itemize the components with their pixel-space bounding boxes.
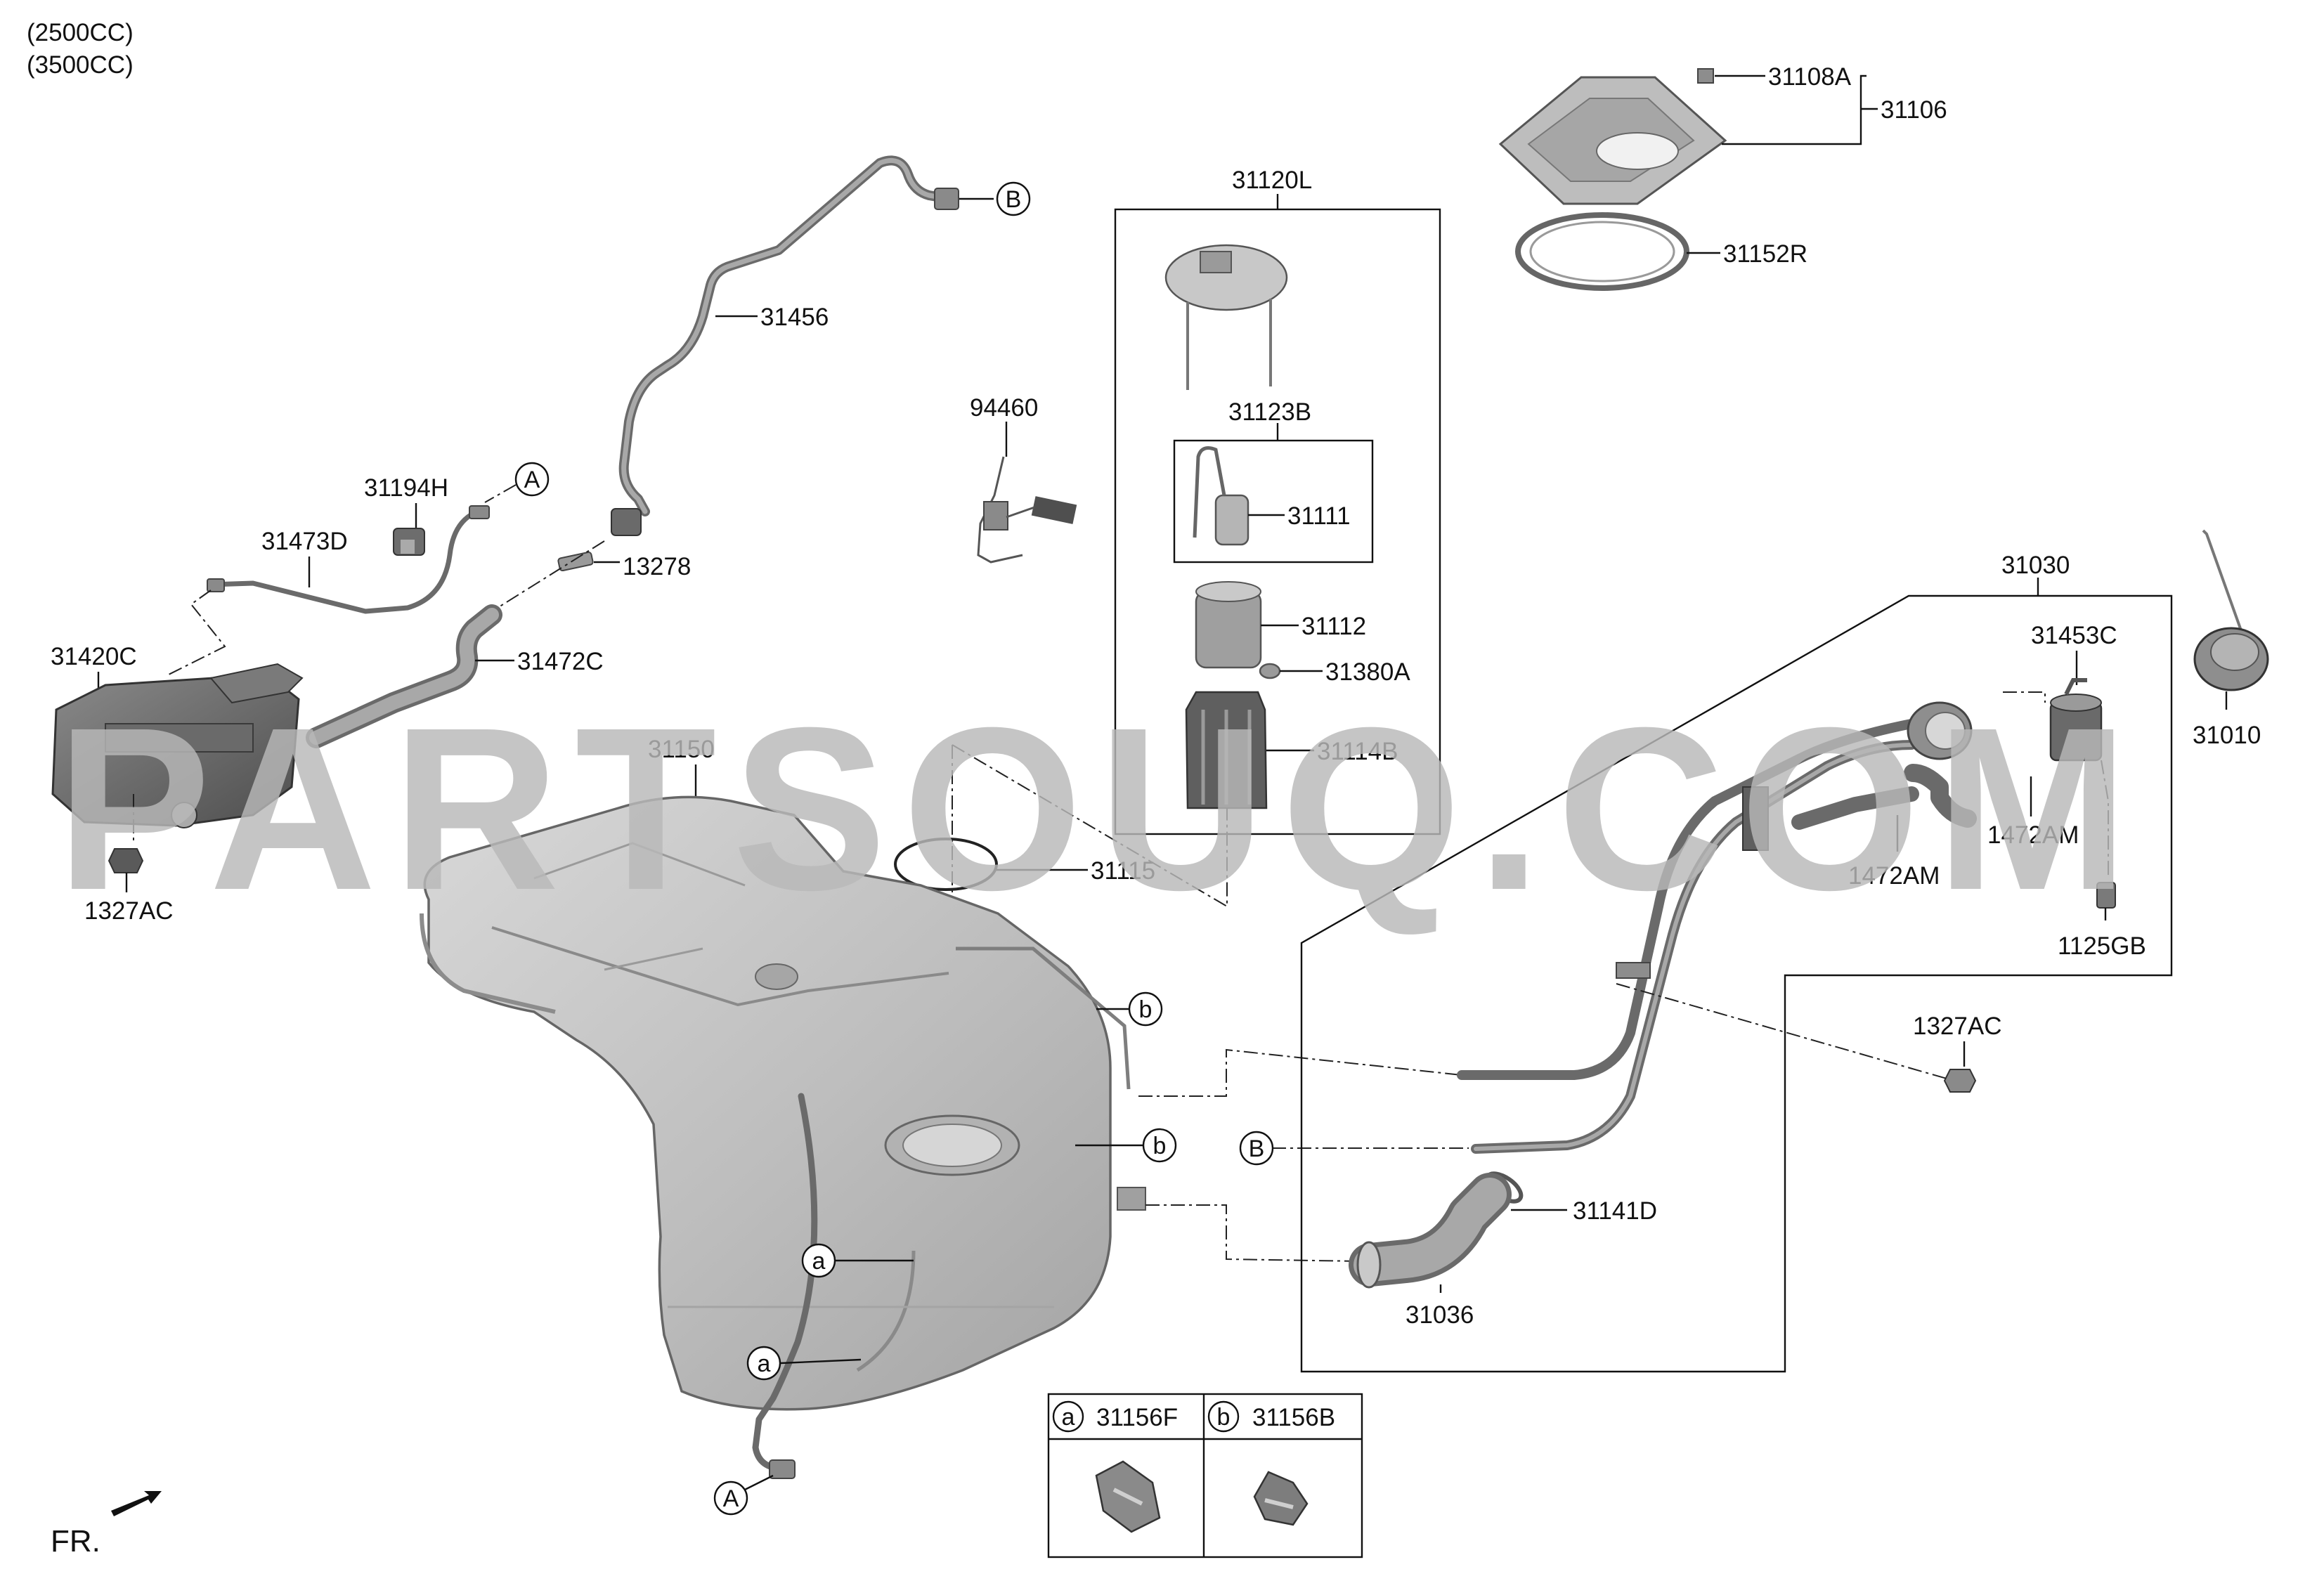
svg-text:A: A [723,1485,739,1512]
vent-line-31473D-part[interactable] [207,505,490,614]
sender-subassembly-frame [1173,439,1374,564]
part-label-31120L[interactable]: 31120L [1232,167,1312,194]
fuel-level-sender-part[interactable] [977,456,1077,564]
dashed-ref-A-top [484,484,517,503]
part-label-31420C[interactable]: 31420C [51,643,137,670]
part-label-31141D[interactable]: 31141D [1573,1197,1657,1225]
tube-clip-31194H-part[interactable] [393,528,425,556]
part-label-1472AM-right[interactable]: 1472AM [1987,821,2079,849]
legend-ref-b[interactable]: b [1207,1400,1240,1433]
svg-text:B: B [1249,1135,1265,1162]
svg-text:b: b [1139,996,1153,1023]
engine-variant-2500cc: (2500CC) [27,19,134,46]
part-label-31111[interactable]: 31111 [1287,502,1351,530]
cover-clip-part[interactable] [1697,68,1714,84]
part-label-31456[interactable]: 31456 [760,304,829,331]
part-label-31010[interactable]: 31010 [2193,722,2261,749]
part-label-31150[interactable]: 31150 [648,736,715,763]
hose-1472AM-part[interactable] [1791,764,1977,830]
dashed-tank-to-filler-2 [1145,1204,1361,1262]
svg-text:a: a [1062,1404,1075,1431]
clip-31156B-part[interactable] [1253,1471,1309,1526]
dashed-1125GB [2101,760,2109,878]
part-label-31115[interactable]: 31115 [1091,857,1155,885]
pump-reservoir-part[interactable] [1195,581,1262,669]
part-label-31114B[interactable]: 31114B [1317,738,1398,765]
watermark-text: PARTSOUQ.COM [56,679,2144,938]
nut-1327AC-left-part[interactable] [108,848,144,873]
legend-part-label-31156B[interactable]: 31156B [1252,1404,1335,1431]
svg-text:b: b [1153,1133,1167,1159]
fuel-cap-part[interactable] [2193,529,2269,691]
charcoal-canister-part[interactable] [51,663,304,828]
svg-text:a: a [812,1248,826,1275]
part-label-1472AM-left[interactable]: 1472AM [1848,862,1940,890]
ref-marker-A-top[interactable]: A [514,462,550,497]
ref-marker-a-upper[interactable]: a [801,1243,836,1278]
ref-marker-a-lower[interactable]: a [746,1346,781,1381]
svg-text:b: b [1217,1404,1231,1431]
ref-marker-B-top[interactable]: B [996,181,1031,216]
engine-variant-3500cc: (3500CC) [27,51,134,79]
nut-1327AC-right-part[interactable] [1943,1069,1977,1093]
leader-A-bottom [744,1474,774,1491]
tank-tube-outlet-part[interactable] [752,1093,818,1479]
part-label-31194H[interactable]: 31194H [364,474,448,502]
part-label-1125GB[interactable]: 1125GB [2058,932,2146,960]
part-label-31380A[interactable]: 31380A [1325,658,1410,686]
svg-text:a: a [758,1351,771,1377]
dashed-1327AC-right [1616,983,1947,1079]
ref-marker-b-upper[interactable]: b [1128,991,1163,1027]
clip-31156F-part[interactable] [1095,1460,1161,1533]
pump-assembly-dashed [952,744,1228,908]
part-label-13278[interactable]: 13278 [623,553,691,580]
fuel-pump-motor-part[interactable] [1193,446,1249,546]
part-label-31473D[interactable]: 31473D [261,528,348,555]
vapor-hose-31472C-part[interactable] [306,604,502,748]
svg-text:B: B [1006,186,1022,213]
part-label-31030[interactable]: 31030 [2001,552,2070,579]
part-label-31106[interactable]: 31106 [1881,96,1947,124]
part-label-94460[interactable]: 94460 [970,394,1038,422]
part-label-31108A[interactable]: 31108A [1768,63,1852,91]
leader-a-lower [779,1358,862,1365]
pump-flange-part[interactable] [1164,244,1288,390]
part-label-1327AC-right[interactable]: 1327AC [1913,1013,2001,1040]
front-arrow-icon [111,1491,162,1516]
check-valve-13278-part[interactable] [557,551,594,572]
part-label-31453C[interactable]: 31453C [2031,622,2117,649]
part-label-31472C[interactable]: 31472C [517,648,604,675]
part-label-31112[interactable]: 31112 [1301,613,1366,640]
filler-neck-frame [1300,594,2173,1373]
part-label-31036[interactable]: 31036 [1406,1301,1474,1329]
front-marker-label: FR. [51,1524,100,1558]
dashed-31473D [168,590,226,675]
part-label-31152R[interactable]: 31152R [1723,240,1807,268]
vent-valve-31453C-part[interactable] [2049,678,2103,762]
ref-marker-B-right[interactable]: B [1239,1131,1274,1166]
dashed-tank-to-filler-1 [1138,1048,1462,1097]
bracket-31106 [1722,74,1867,145]
pump-bracket-part[interactable] [1185,691,1268,809]
pressure-regulator-part[interactable] [1259,663,1281,679]
svg-text:A: A [524,467,540,493]
vapor-tube-part[interactable] [611,155,959,536]
fuel-tank-part[interactable] [420,795,1146,1411]
ref-marker-A-bottom[interactable]: A [713,1480,748,1516]
ref-marker-b-lower[interactable]: b [1142,1128,1177,1163]
tank-cover-plate-part[interactable] [1498,76,1727,205]
clip-legend-table [1047,1393,1363,1558]
dashed-31453C [2003,691,2046,703]
filler-neck-pipe-part[interactable] [1457,701,1973,1154]
part-label-31123B[interactable]: 31123B [1228,398,1311,426]
legend-part-label-31156F[interactable]: 31156F [1096,1404,1178,1431]
part-label-1327AC-left[interactable]: 1327AC [84,897,173,925]
lock-ring-part[interactable] [1515,212,1689,291]
pump-gasket-ring-part[interactable] [894,838,998,891]
dashed-13278 [491,540,605,612]
filler-hose-31036-part[interactable] [1349,1173,1512,1289]
legend-ref-a[interactable]: a [1052,1400,1084,1433]
